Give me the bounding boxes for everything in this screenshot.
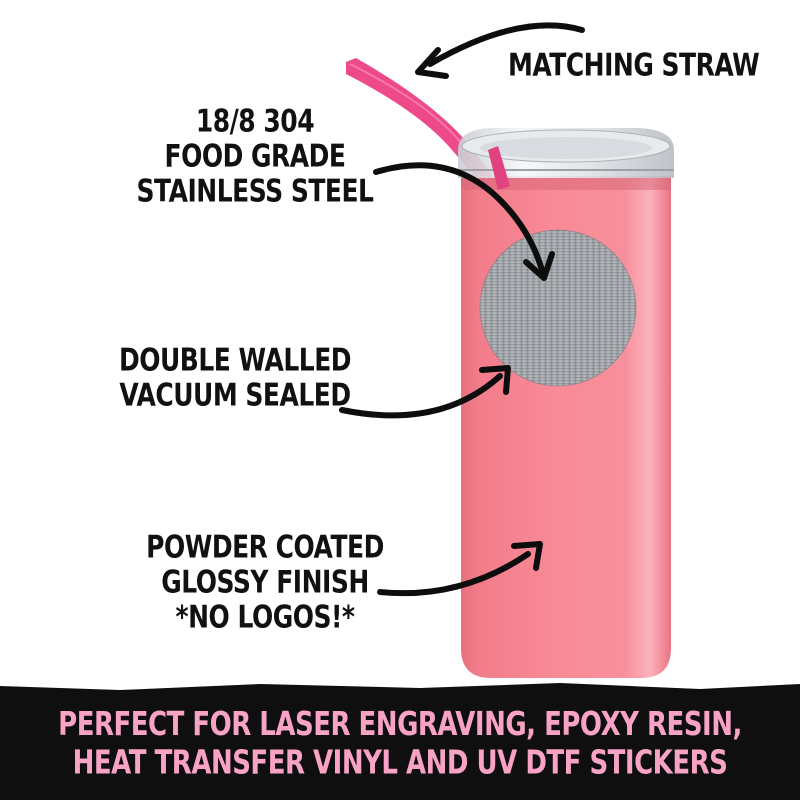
lid-image xyxy=(458,128,674,178)
banner-background xyxy=(0,683,800,800)
stainless-steel-label: 18/8 304 FOOD GRADE STAINLESS STEEL xyxy=(136,102,374,209)
matching-straw-label: MATCHING STRAW xyxy=(508,46,760,83)
double-walled-label: DOUBLE WALLED VACUUM SEALED xyxy=(118,341,352,413)
banner-text: PERFECT FOR LASER ENGRAVING, EPOXY RESIN… xyxy=(58,706,742,782)
powder-coated-label: POWDER COATED GLOSSY FINISH *NO LOGOS!* xyxy=(146,528,384,635)
curved-arrow-icon xyxy=(339,22,585,597)
steel-swatch-image xyxy=(480,230,636,386)
